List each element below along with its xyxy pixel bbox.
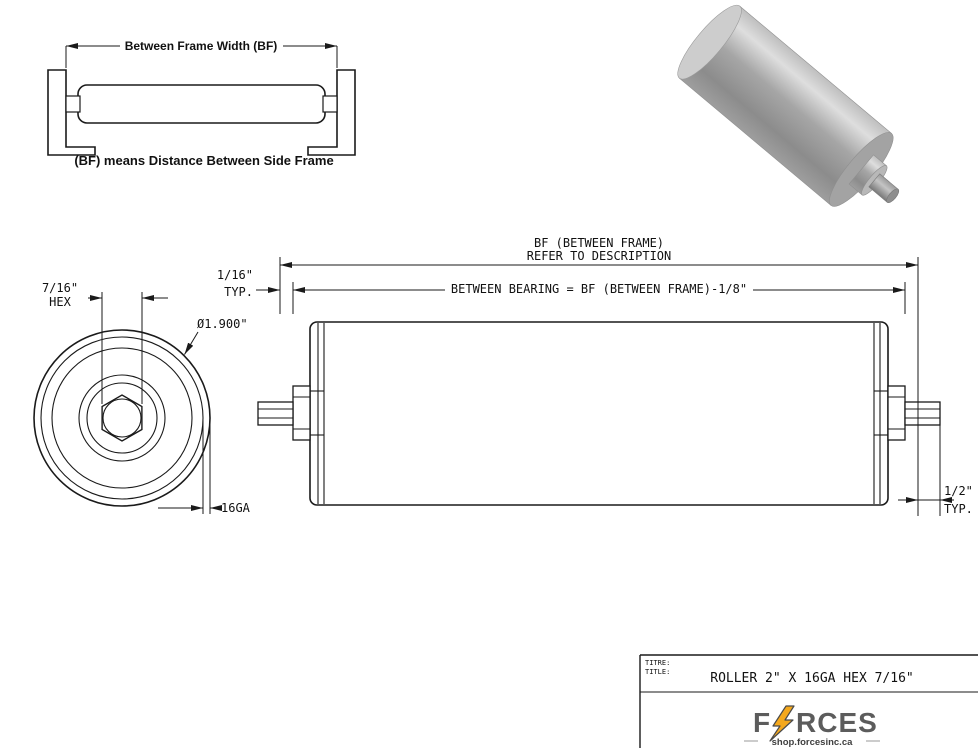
brand-website: shop.forcesinc.ca [772, 737, 853, 748]
hex-bore [101, 394, 143, 442]
roller-end-view: 7/16" HEX Ø1.900" 16GA [33, 281, 251, 515]
diameter-label: Ø1.900" [197, 317, 248, 331]
gauge-label: 16GA [221, 501, 251, 515]
right-shaft-text-1: 1/2" [944, 484, 973, 498]
gauge-callout: 16GA [158, 420, 251, 515]
bf-dimension: BF (BETWEEN FRAME) REFER TO DESCRIPTION [280, 236, 918, 268]
bf-dim-label: Between Frame Width (BF) [125, 39, 278, 53]
end-crimp-lines [310, 323, 888, 504]
title-label-en: TITLE: [645, 668, 670, 676]
frame-caption: (BF) means Distance Between Side Frame [74, 153, 333, 168]
title-block: TITRE: TITLE: ROLLER 2" X 16GA HEX 7/16"… [639, 654, 978, 748]
bearing-block-right [322, 95, 338, 113]
between-bearing-text: BETWEEN BEARING = BF (BETWEEN FRAME)-1/8… [451, 282, 747, 296]
right-shaft-text-2: TYP. [944, 502, 973, 516]
bf-frame-diagram: Between Frame Width (BF) (BF) means Dist… [47, 39, 356, 168]
bf-dimension-text-2: REFER TO DESCRIPTION [527, 249, 672, 263]
hex-dim-label-unit: HEX [49, 295, 71, 309]
bearing-outer-circle [78, 374, 166, 462]
brand-logo: F RCES [753, 705, 878, 742]
right-shaft-dimension: 1/2" TYP. [898, 484, 973, 516]
side-frame-right [307, 69, 356, 156]
side-frame-left [47, 69, 96, 156]
left-gap-dimension: 1/16" TYP. [217, 268, 280, 299]
diameter-callout: Ø1.900" [184, 317, 248, 355]
tube-body [309, 321, 889, 506]
lightning-bolt-icon [769, 705, 795, 742]
left-gap-text-2: TYP. [224, 285, 253, 299]
roller-3d-render [677, 4, 900, 207]
roller-3d-shaft-end [886, 188, 900, 203]
brand-letters-rces: RCES [796, 707, 878, 738]
roller-side-view: BF (BETWEEN FRAME) REFER TO DESCRIPTION … [217, 236, 973, 516]
brand-letter-f: F [753, 707, 771, 738]
roller-body-schematic [77, 84, 326, 124]
bearing-block-left [65, 95, 81, 113]
title-label-fr: TITRE: [645, 659, 670, 667]
between-bearing-dimension: BETWEEN BEARING = BF (BETWEEN FRAME)-1/8… [293, 281, 905, 296]
bf-dimension-line [65, 43, 338, 68]
hex-inscribed-circle [102, 398, 142, 438]
roller-3d-far-cap [677, 4, 742, 80]
tube-outer-circle [33, 329, 211, 507]
hex-dim-label-value: 7/16" [42, 281, 78, 295]
bearing-inner-circle [86, 382, 158, 454]
left-bearing-shaft [257, 385, 311, 441]
endcap-circle [51, 347, 193, 489]
drawing-title: ROLLER 2" X 16GA HEX 7/16" [710, 671, 914, 686]
right-bearing-shaft [887, 385, 941, 441]
bf-dimension-text-1: BF (BETWEEN FRAME) [534, 236, 664, 250]
left-gap-text-1: 1/16" [217, 268, 253, 282]
hex-dimension: 7/16" HEX [42, 281, 168, 404]
tube-inner-circle [40, 336, 204, 500]
